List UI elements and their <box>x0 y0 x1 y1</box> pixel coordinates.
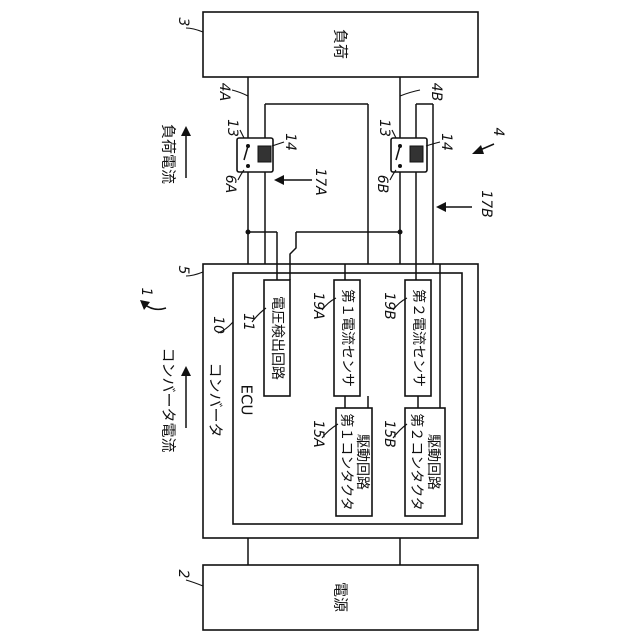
ref-1: 1 <box>138 288 154 297</box>
ref-17a: 17A <box>312 168 328 195</box>
ref-19b: 19B <box>381 292 397 319</box>
ref-10: 10 <box>210 316 226 334</box>
ref-2: 2 <box>175 570 191 579</box>
ref-6b: 6B <box>374 175 390 194</box>
arrow-17b <box>436 202 472 212</box>
contactor-drive-2-label-line1: 第２コンタクタ <box>408 413 425 510</box>
ref-13a: 13 <box>224 119 240 137</box>
ref-3: 3 <box>175 18 191 27</box>
ref-19a: 19A <box>310 292 326 319</box>
ref-1-arrow <box>140 300 166 310</box>
contactor-drive-1-label-line1: 第１コンタクタ <box>338 413 355 510</box>
ref-14a: 14 <box>282 133 298 151</box>
junction-dot-4a <box>246 230 251 235</box>
ref-5: 5 <box>175 266 191 275</box>
ref-4b: 4B <box>428 83 444 102</box>
contactor-6b <box>391 138 427 172</box>
ref-13b: 13 <box>376 119 392 137</box>
current-sensor-2-label: 第２電流センサ <box>410 289 427 387</box>
power-label: 電源 <box>332 582 350 612</box>
ref-4a: 4A <box>216 83 232 101</box>
converter-current-arrow <box>181 366 191 428</box>
ref-4: 4 <box>490 128 506 137</box>
contactor-6a-coil <box>258 146 271 162</box>
arrow-17a <box>274 175 312 185</box>
ref-17b: 17B <box>478 190 494 217</box>
contactor-6a <box>237 138 273 172</box>
voltage-detect-label: 電圧検出回路 <box>269 296 285 380</box>
load-label: 負荷 <box>332 29 350 59</box>
load-current-label: 負荷電流 <box>160 124 178 184</box>
ref-15a: 15A <box>310 420 326 447</box>
ref-15b: 15B <box>381 420 397 447</box>
contactor-6b-coil <box>410 146 423 162</box>
ref-4-arrow <box>472 144 494 154</box>
converter-label: コンバータ <box>207 362 225 437</box>
converter-current-label: コンバータ電流 <box>160 347 178 452</box>
ref-11: 11 <box>240 313 256 331</box>
load-current-arrow <box>181 126 191 178</box>
junction-dot-4b <box>398 230 403 235</box>
ref-6a: 6A <box>222 175 238 193</box>
contactor-drive-1-label-line2: 駆動回路 <box>354 434 370 490</box>
current-sensor-1-label: 第１電流センサ <box>339 289 356 387</box>
ecu-label: ECU <box>238 385 256 416</box>
contactor-drive-2-label-line2: 駆動回路 <box>425 434 441 490</box>
ref-14b: 14 <box>438 133 454 151</box>
